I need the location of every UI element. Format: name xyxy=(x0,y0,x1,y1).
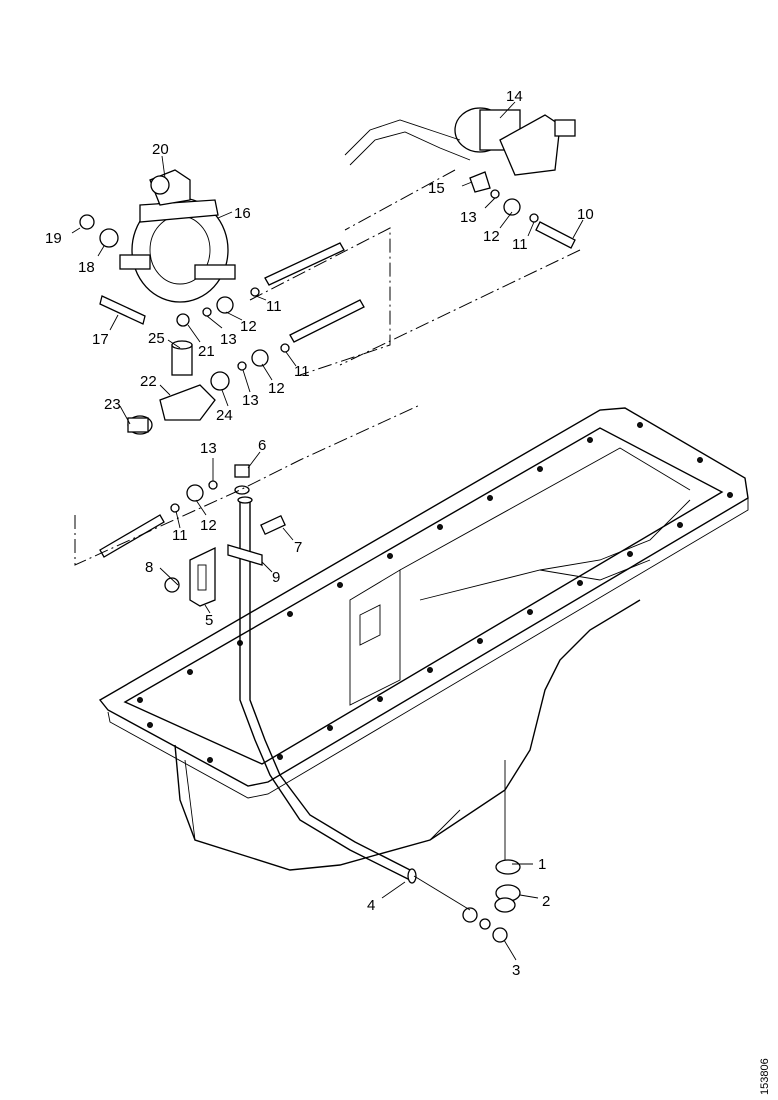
callout-18: 18 xyxy=(78,259,95,276)
callout-5: 5 xyxy=(205,612,213,629)
callout-3: 3 xyxy=(512,962,520,979)
leader-lines xyxy=(71,101,584,961)
callout-11b: 11 xyxy=(266,298,282,315)
callout-7: 7 xyxy=(294,539,302,556)
callout-8: 8 xyxy=(145,559,153,576)
callout-24: 24 xyxy=(216,407,233,424)
callout-12d: 12 xyxy=(200,517,217,534)
solenoid-valve xyxy=(344,107,576,193)
hoses-and-fittings xyxy=(99,189,576,558)
dipstick-tube xyxy=(164,464,417,884)
pump-assembly xyxy=(79,169,236,325)
callout-11a: 11 xyxy=(512,236,528,253)
callout-22: 22 xyxy=(140,373,157,390)
callout-15: 15 xyxy=(428,180,445,197)
callout-4: 4 xyxy=(367,897,375,914)
callout-12a: 12 xyxy=(483,228,500,245)
callout-21: 21 xyxy=(198,343,215,360)
assembly-lines xyxy=(74,169,581,566)
callout-16: 16 xyxy=(234,205,251,222)
oil-pan xyxy=(98,407,749,871)
callouts: 1 2 3 4 5 6 7 8 9 10 11 11 11 11 12 12 1… xyxy=(45,88,594,979)
valve-block xyxy=(127,313,230,435)
callout-20: 20 xyxy=(152,141,169,158)
callout-23: 23 xyxy=(104,396,121,413)
callout-25: 25 xyxy=(148,330,165,347)
callout-17: 17 xyxy=(92,331,109,348)
callout-13a: 13 xyxy=(460,209,477,226)
callout-2: 2 xyxy=(542,893,550,910)
callout-10: 10 xyxy=(577,206,594,223)
callout-13d: 13 xyxy=(200,440,217,457)
callout-11c: 11 xyxy=(294,363,310,380)
callout-19: 19 xyxy=(45,230,62,247)
callout-14: 14 xyxy=(506,88,523,105)
callout-11d: 11 xyxy=(172,527,188,544)
callout-12b: 12 xyxy=(240,318,257,335)
callout-13b: 13 xyxy=(220,331,237,348)
callout-1: 1 xyxy=(538,856,546,873)
callout-9: 9 xyxy=(272,569,280,586)
callout-6: 6 xyxy=(258,437,266,454)
callout-12c: 12 xyxy=(268,380,285,397)
drain-plug-assembly xyxy=(413,760,521,943)
document-number: 153806 xyxy=(759,1058,771,1095)
callout-13c: 13 xyxy=(242,392,259,409)
